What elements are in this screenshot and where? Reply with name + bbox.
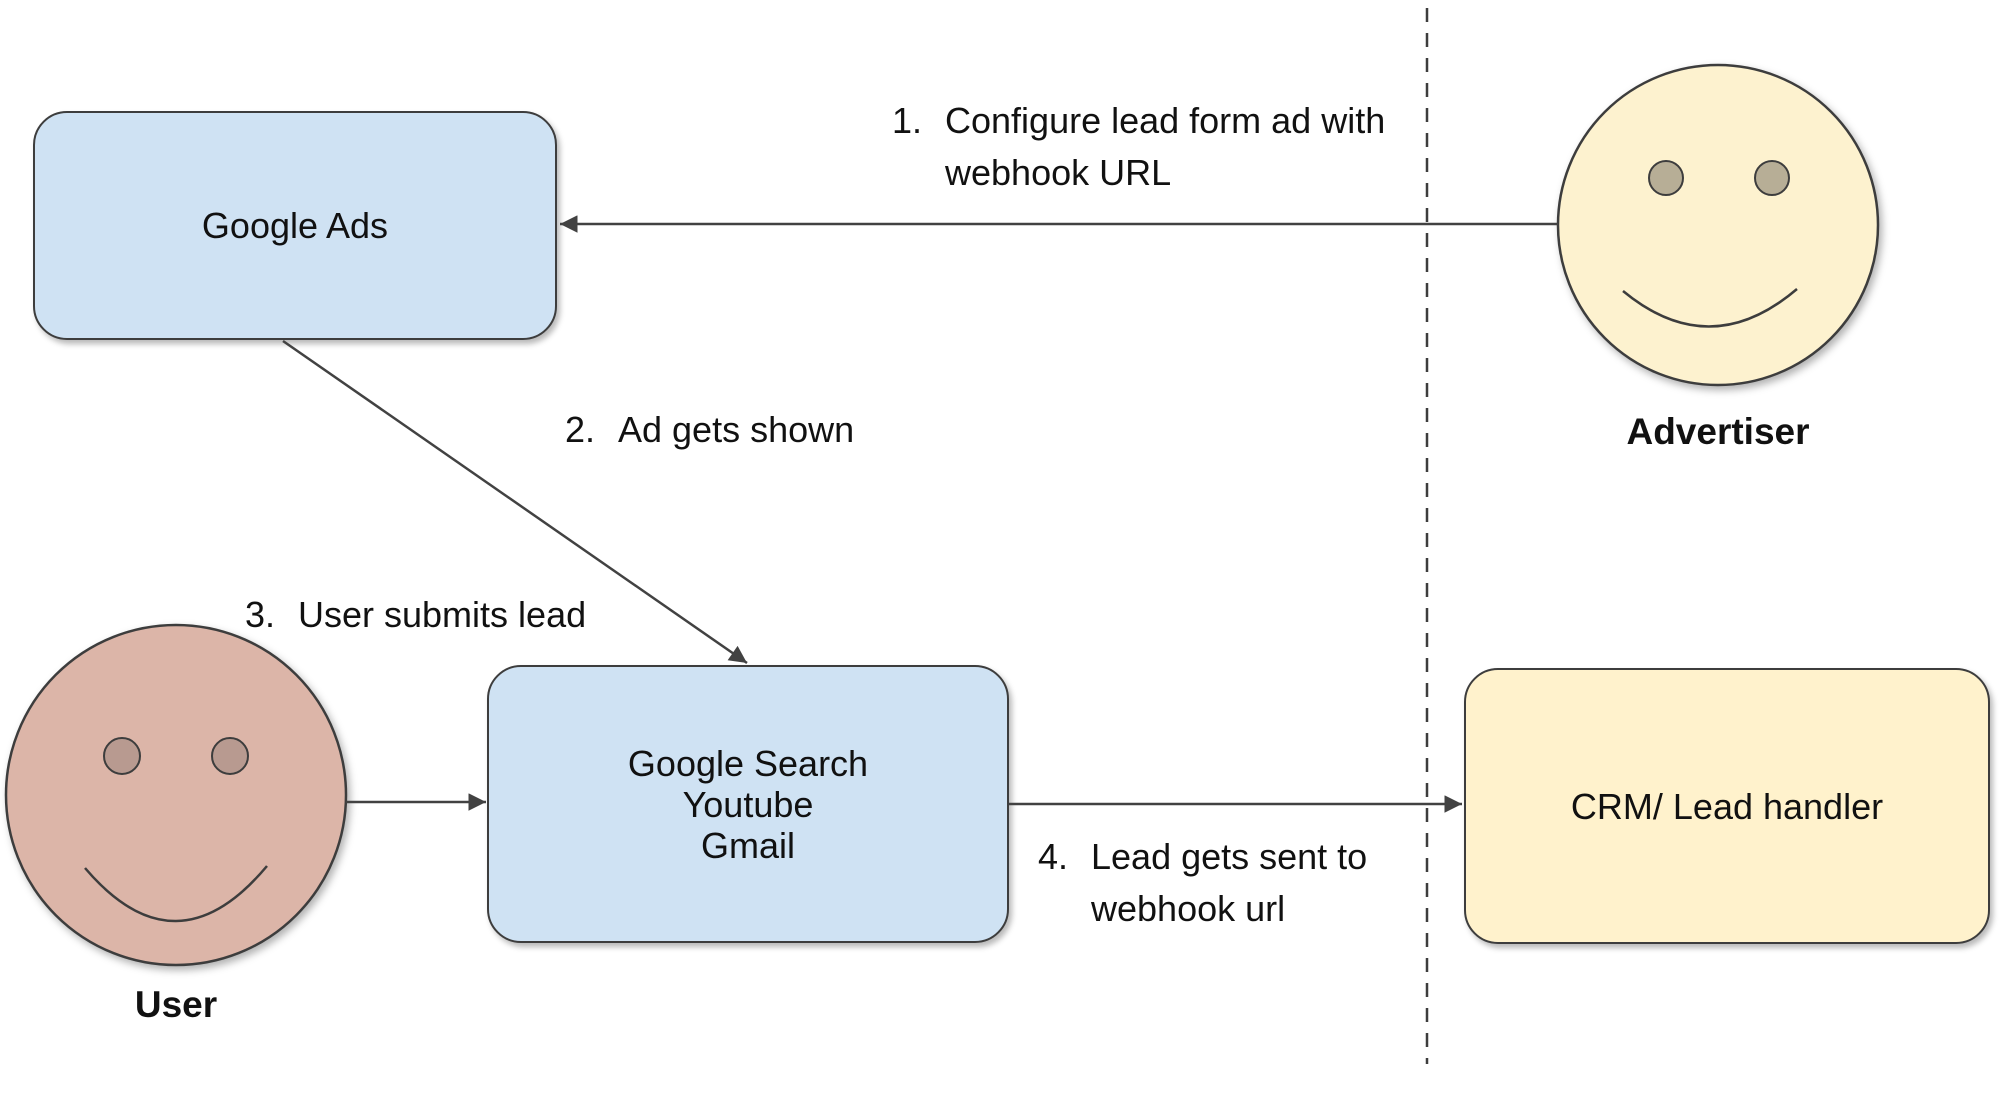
step4-label: 4. Lead gets sent to webhook url <box>1038 831 1367 935</box>
crm-box: CRM/ Lead handler <box>1464 668 1990 944</box>
step4-line-1: Lead gets sent to <box>1091 836 1368 877</box>
step3-label: 3. User submits lead <box>245 589 586 641</box>
user-eye-left <box>103 737 141 775</box>
user-head <box>4 623 348 967</box>
advertiser-head <box>1556 63 1880 387</box>
google-surfaces-line-1: Google Search <box>627 742 869 784</box>
step1-label: 1. Configure lead form ad with webhook U… <box>892 95 1385 199</box>
step4-line-2: webhook url <box>1091 888 1286 929</box>
google-ads-box: Google Ads <box>33 111 557 340</box>
advertiser-eye-left <box>1648 160 1684 196</box>
step2-text: Ad gets shown <box>618 404 854 456</box>
step2-number: 2. <box>565 409 596 450</box>
user-face <box>4 623 348 967</box>
user-label: User <box>134 984 218 1025</box>
google-surfaces-box: Google Search Youtube Gmail <box>487 665 1009 943</box>
step2-label: 2. Ad gets shown <box>565 404 854 456</box>
step3-number: 3. <box>245 594 276 635</box>
step2-line-1: Ad gets shown <box>618 409 855 450</box>
step4-number: 4. <box>1038 836 1069 877</box>
advertiser-label: Advertiser <box>1626 411 1810 452</box>
advertiser-face <box>1556 63 1880 387</box>
google-surfaces-line-3: Gmail <box>700 824 795 866</box>
user-eye-right <box>211 737 249 775</box>
advertiser-eye-right <box>1754 160 1790 196</box>
step4-text: Lead gets sent to webhook url <box>1091 831 1367 935</box>
step3-text: User submits lead <box>298 589 586 641</box>
user-smile <box>84 865 268 923</box>
crm-label: CRM/ Lead handler <box>1570 785 1884 827</box>
advertiser-smile <box>1622 288 1798 328</box>
google-ads-label: Google Ads <box>201 205 389 246</box>
step3-line-1: User submits lead <box>298 594 587 635</box>
step1-text: Configure lead form ad with webhook URL <box>945 95 1385 199</box>
step1-number: 1. <box>892 100 923 141</box>
step1-line-2: webhook URL <box>945 152 1172 193</box>
step1-line-1: Configure lead form ad with <box>945 100 1386 141</box>
google-surfaces-line-2: Youtube <box>682 783 814 825</box>
